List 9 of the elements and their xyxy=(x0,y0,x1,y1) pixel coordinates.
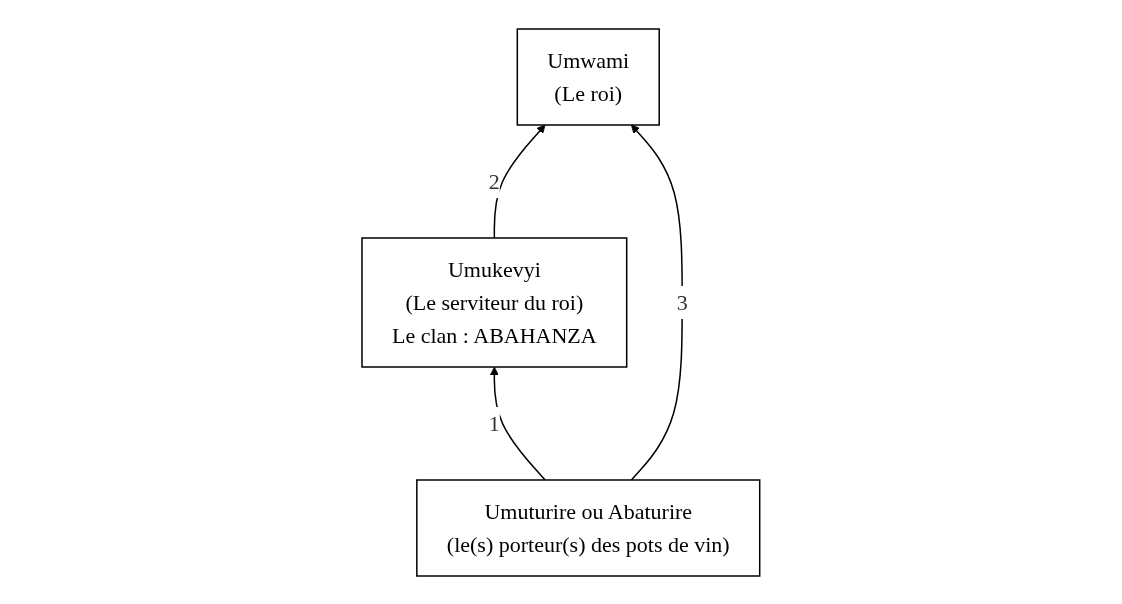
edge-label: 3 xyxy=(676,289,688,315)
node-box: Umukevyi (Le serviteur du roi) Le clan : ABAHANZA xyxy=(361,236,628,368)
arrow xyxy=(490,366,546,481)
arrow xyxy=(493,124,546,239)
edge-label: 2 xyxy=(488,168,500,194)
node-box: Umuturire ou Abaturire (le(s) porteur(s) des pots de vin) xyxy=(416,478,761,577)
arrow xyxy=(630,124,684,481)
edge-label: 1 xyxy=(488,410,500,436)
node-box: Umwami (Le roi) xyxy=(516,27,661,126)
